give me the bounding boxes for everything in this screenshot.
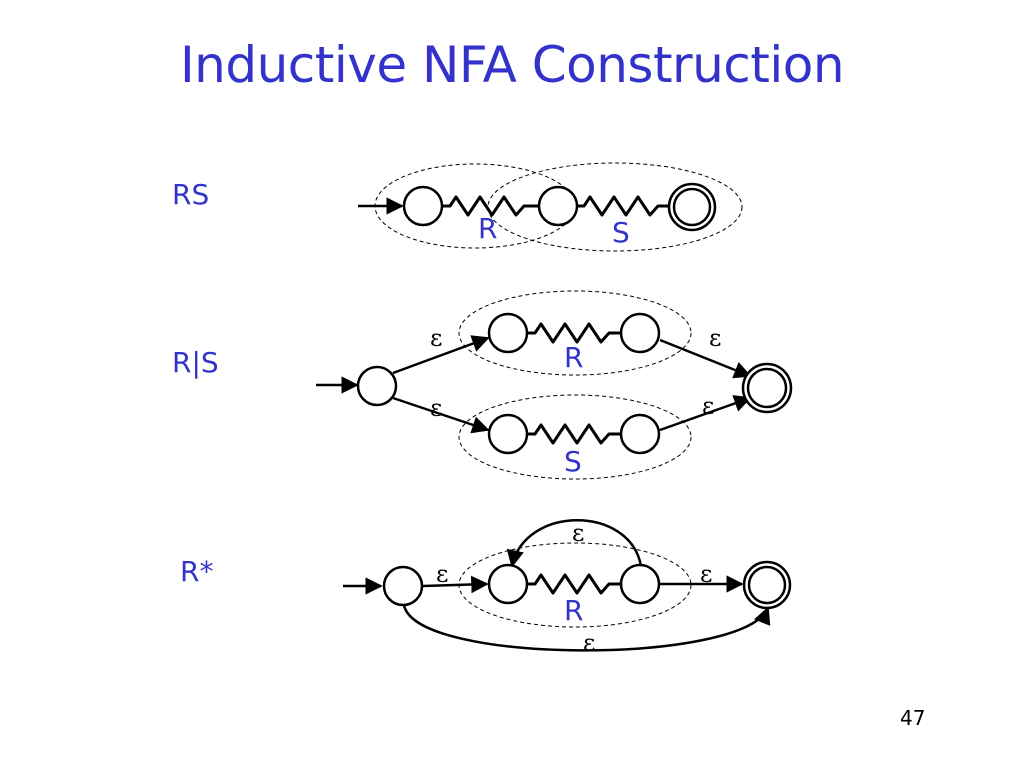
epsilon-loop-back-edge [506,519,643,568]
slide-title: Inductive NFA Construction [179,36,845,94]
epsilon-label: ε [430,394,442,422]
r-squiggle [528,322,621,344]
r-label: R [564,594,583,627]
epsilon-skip-edge [402,604,771,652]
accept-state-inner [672,187,712,227]
r-start-state [487,312,529,354]
s-squiggle [577,195,668,217]
start-state [382,565,424,607]
nfa-union: R S ε ε ε ε [316,290,793,480]
epsilon-edge-to-s [392,396,490,434]
start-state [356,365,398,407]
epsilon-label: ε [702,392,714,420]
page-number: 47 [900,706,926,730]
r-squiggle [528,573,621,595]
nfa-concatenation: R S [358,162,743,252]
accept-state-inner [747,565,787,605]
epsilon-label: ε [436,560,448,588]
epsilon-edge-to-r [422,575,489,594]
epsilon-edge-s-to-accept [659,395,752,432]
r-accept-s-start-state [537,185,579,227]
nfa-star: R ε ε ε ε [343,519,792,657]
row-label-union: R|S [172,346,219,379]
s-label: S [564,445,582,478]
r-label: R [478,212,497,245]
accept-state-inner [746,367,788,409]
r-accept-state [619,312,661,354]
epsilon-edge-r-to-accept [659,338,752,379]
r-start-state [402,185,444,227]
s-squiggle [528,423,621,445]
epsilon-edge-to-r [392,335,490,375]
s-accept-state [619,413,661,455]
epsilon-label: ε [709,324,721,352]
s-start-state [487,413,529,455]
r-label: R [564,341,583,374]
nfa-r-boundary [458,290,692,376]
r-start-state [487,563,529,605]
s-label: S [612,216,630,249]
row-label-star: R* [180,555,214,588]
nfa-s-boundary [458,394,692,480]
r-accept-state [619,563,661,605]
epsilon-label: ε [700,560,712,588]
epsilon-label: ε [583,629,595,657]
row-label-concatenation: RS [172,178,210,211]
epsilon-label: ε [430,324,442,352]
nfa-s-boundary [487,162,743,252]
epsilon-label: ε [572,519,584,547]
r-squiggle [443,195,538,217]
